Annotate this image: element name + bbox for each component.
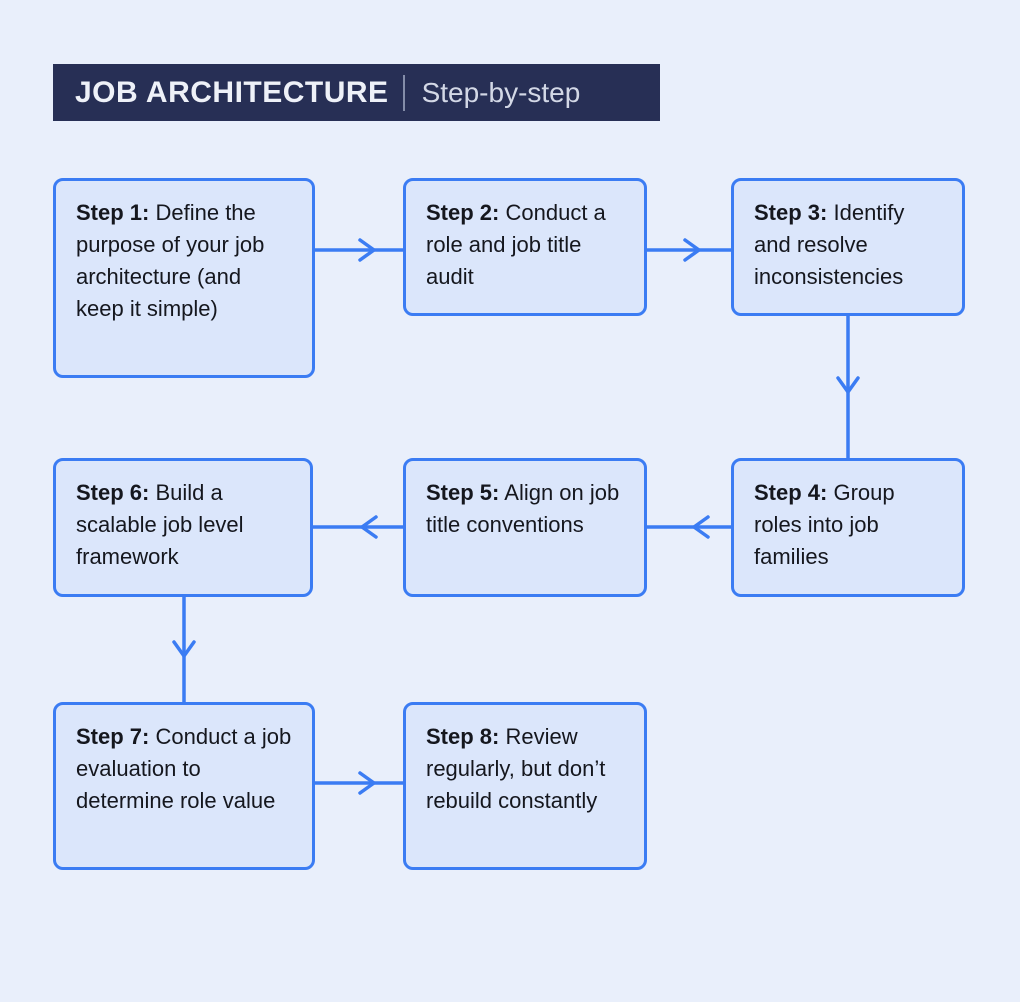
header-divider [402, 74, 405, 111]
connector-step4-step5 [645, 515, 733, 539]
step-6-label: Step 6: [76, 480, 150, 505]
step-box-3: Step 3: Identify and resolve inconsisten… [731, 178, 965, 316]
header-subtitle: Step-by-step [421, 76, 581, 108]
arrow-left-icon [360, 515, 378, 539]
header-title: JOB ARCHITECTURE [75, 75, 389, 109]
step-box-4: Step 4: Group roles into job families [731, 458, 965, 597]
step-1-label: Step 1: [76, 200, 150, 225]
arrow-right-icon [358, 771, 376, 795]
header-bar: JOB ARCHITECTURE Step-by-step [53, 64, 660, 121]
connector-step3-step4 [836, 314, 860, 460]
step-2-label: Step 2: [426, 200, 500, 225]
step-box-7: Step 7: Conduct a job evaluation to dete… [53, 702, 315, 870]
step-4-label: Step 4: [754, 480, 828, 505]
step-box-1: Step 1: Define the purpose of your job a… [53, 178, 315, 378]
arrow-down-icon [836, 376, 860, 394]
connector-step5-step6 [311, 515, 405, 539]
step-box-6: Step 6: Build a scalable job level frame… [53, 458, 313, 597]
arrow-right-icon [358, 238, 376, 262]
step-6-text: Build a scalable job level framework [76, 480, 244, 569]
step-box-5: Step 5: Align on job title conventions [403, 458, 647, 597]
arrow-down-icon [172, 640, 196, 658]
step-8-text: Review regularly, but don’t rebuild cons… [426, 724, 606, 813]
step-4-text: Group roles into job families [754, 480, 895, 569]
arrow-left-icon [692, 515, 710, 539]
step-8-label: Step 8: [426, 724, 500, 749]
step-5-label: Step 5: [426, 480, 500, 505]
step-7-text: Conduct a job evaluation to determine ro… [76, 724, 292, 813]
step-5-text: Align on job title conventions [426, 480, 620, 537]
step-1-text: Define the purpose of your job architect… [76, 200, 265, 321]
connector-step6-step7 [172, 595, 196, 704]
connector-step2-step3 [645, 238, 733, 262]
step-box-2: Step 2: Conduct a role and job title aud… [403, 178, 647, 316]
connector-step7-step8 [313, 771, 405, 795]
connector-step1-step2 [313, 238, 405, 262]
step-box-8: Step 8: Review regularly, but don’t rebu… [403, 702, 647, 870]
step-3-label: Step 3: [754, 200, 828, 225]
step-3-text: Identify and resolve inconsistencies [754, 200, 905, 289]
step-2-text: Conduct a role and job title audit [426, 200, 606, 289]
step-7-label: Step 7: [76, 724, 150, 749]
arrow-right-icon [683, 238, 701, 262]
